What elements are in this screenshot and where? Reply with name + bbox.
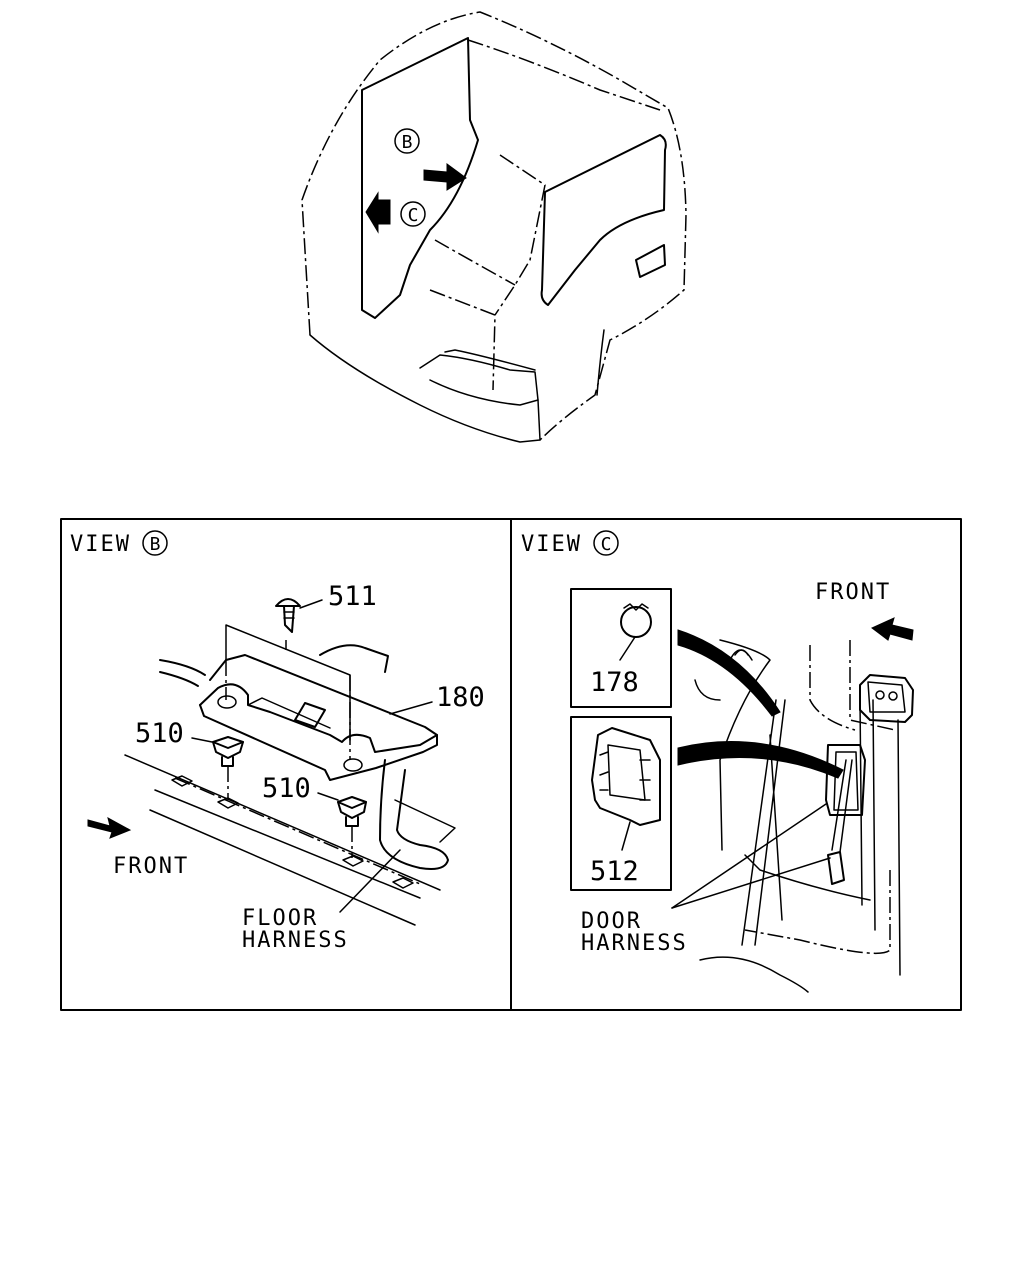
view-b-front-label: FRONT: [113, 854, 189, 879]
view-b-content: VIEW B 511: [70, 530, 485, 953]
part-number-178: 178: [590, 667, 639, 698]
screw-511: [275, 598, 323, 633]
clip-510-left: [191, 736, 244, 800]
door-connector: [859, 674, 914, 723]
view-c-direction-arrow: [365, 191, 391, 234]
view-c-marker-circle: [400, 201, 426, 227]
view-b-direction-arrow: [423, 163, 467, 191]
part-number-512: 512: [590, 856, 639, 887]
clip-512: [591, 727, 661, 851]
view-c-content: VIEW C 178 512: [521, 530, 914, 993]
door-harness-label-line2: HARNESS: [581, 931, 688, 956]
inset-512-box: [570, 716, 672, 891]
view-c-front-arrow: [871, 617, 914, 641]
view-c-panel: [510, 518, 962, 1011]
grommet-178: [619, 603, 652, 661]
view-b-marker-circle: [394, 128, 420, 154]
part-number-510-right: 510: [262, 773, 311, 804]
part-number-511: 511: [328, 581, 377, 612]
view-b-title: VIEW: [70, 532, 131, 557]
floor-harness-label-line2: HARNESS: [242, 928, 349, 953]
part-number-510-left: 510: [135, 718, 184, 749]
inset-178-box: [570, 588, 672, 708]
floor-harness-label-line1: FLOOR: [242, 906, 318, 931]
view-b-title-circle: [142, 530, 168, 556]
view-c-marker-letter: C: [408, 205, 419, 226]
door-harness-label-line1: DOOR: [581, 909, 642, 934]
clip-510-right: [317, 792, 367, 858]
view-c-title-letter: C: [601, 534, 612, 555]
bracket-180: [199, 624, 438, 781]
view-c-title-circle: [593, 530, 619, 556]
view-b-title-letter: B: [150, 534, 161, 555]
view-c-front-label: FRONT: [815, 580, 891, 605]
truck-cab-illustration: B C: [301, 11, 687, 443]
view-c-title: VIEW: [521, 532, 582, 557]
view-b-marker-letter: B: [402, 132, 413, 153]
view-b-front-arrow: [87, 817, 132, 839]
part-number-180: 180: [436, 682, 485, 713]
